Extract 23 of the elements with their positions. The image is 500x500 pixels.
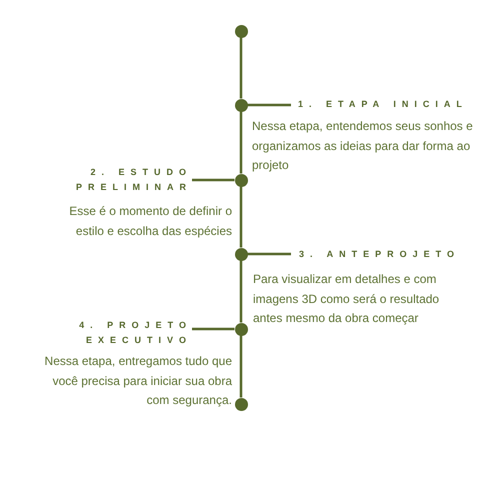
- timeline-line: [240, 38, 242, 98]
- timeline-line: [240, 112, 242, 174]
- stage-heading: 4. PROJETO EXECUTIVO: [64, 318, 192, 348]
- timeline-dot: [234, 174, 248, 186]
- stage-description: Para visualizar em detalhes e com imagens 3D como será o resultado antes mesmo da obra começar: [253, 271, 440, 327]
- stage-heading: 2. ESTUDO PRELIMINAR: [64, 165, 192, 195]
- connector-line: [248, 104, 291, 106]
- timeline-line: [240, 260, 242, 322]
- connector-line: [248, 252, 291, 256]
- connector-line: [192, 178, 234, 182]
- timeline-line: [240, 186, 242, 248]
- timeline-dot: [234, 98, 248, 112]
- connector-line: [192, 328, 234, 330]
- timeline-dot: [234, 248, 248, 260]
- timeline-dot: [234, 322, 248, 336]
- timeline-line: [240, 336, 242, 398]
- timeline-dot: [234, 24, 248, 38]
- stage-description: Nessa etapa, entendemos seus sonhos e organizamos as ideias para dar forma ao projeto: [252, 118, 474, 174]
- timeline-dot: [234, 398, 248, 410]
- stage-description: Esse é o momento de definir o estilo e escolha das espécies: [68, 203, 232, 240]
- stage-heading: 1. ETAPA INICIAL: [291, 96, 483, 112]
- stage-heading: 3. ANTEPROJETO: [291, 247, 483, 262]
- stage-description: Nessa etapa, entregamos tudo que você precisa para iniciar sua obra com segurança.: [44, 353, 232, 409]
